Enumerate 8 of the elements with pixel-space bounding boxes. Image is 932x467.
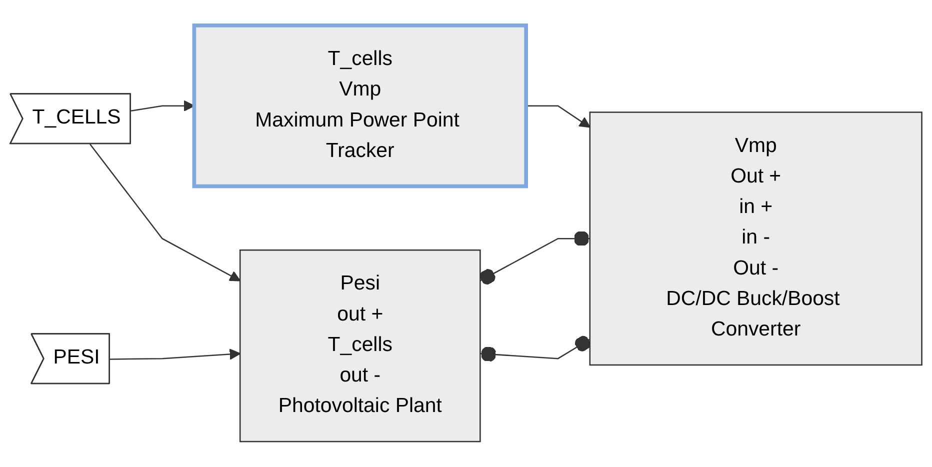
connector bbox=[480, 230, 590, 284]
arrow bbox=[110, 348, 241, 360]
node-box: Vmp Out + in + in - Out - DC/DC Buck/Boost Converter bbox=[589, 112, 922, 366]
arrow bbox=[526, 105, 590, 128]
node-box: T_cells Vmp Maximum Power Point Tracker bbox=[192, 24, 528, 188]
arrow bbox=[90, 144, 241, 282]
node-box: Pesi out + T_cells out - Photovoltaic Plant bbox=[239, 249, 481, 442]
connector bbox=[480, 336, 590, 362]
